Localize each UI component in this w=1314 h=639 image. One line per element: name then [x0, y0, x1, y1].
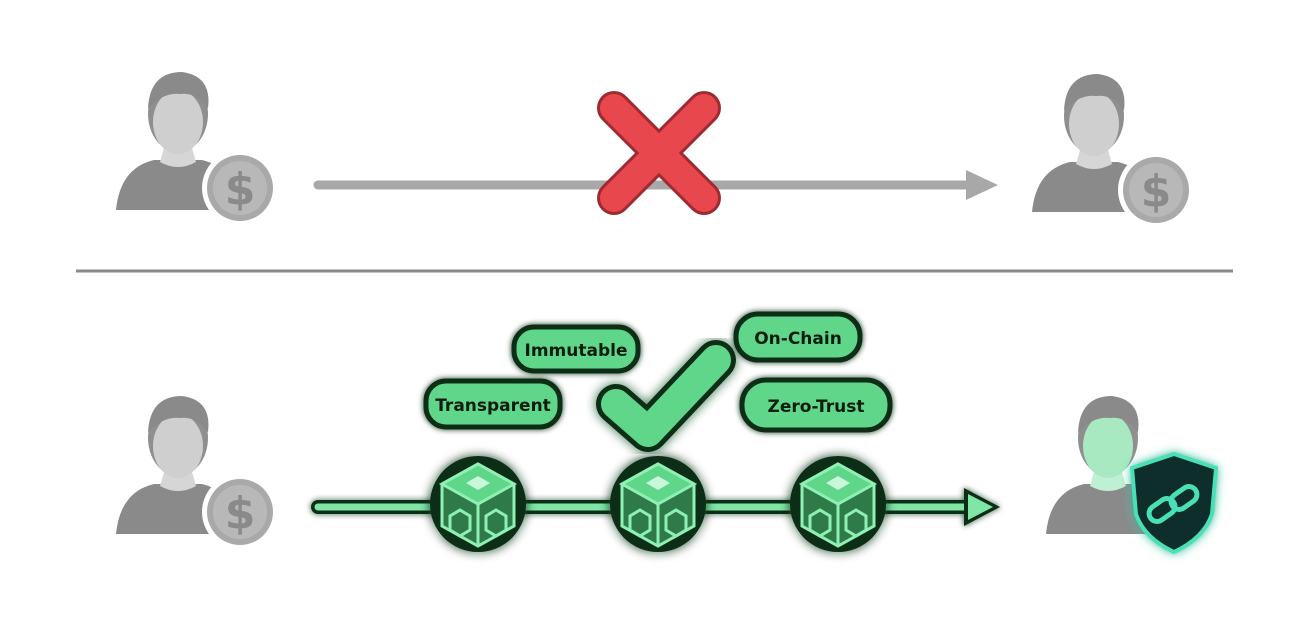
- coin-dollar-sign: $: [225, 164, 256, 215]
- top-row-traditional: $ $: [116, 72, 1194, 228]
- x-mark-icon: [597, 91, 721, 215]
- sender-user-with-coin-icon: $: [116, 72, 278, 226]
- label-on-chain: On-Chain: [733, 311, 863, 363]
- sender-user-with-coin-icon: $: [116, 396, 278, 550]
- label-transparent: Transparent: [423, 378, 563, 430]
- bottom-row-blockchain: $: [116, 311, 1219, 555]
- label-zero-trust-text: Zero-Trust: [768, 397, 865, 417]
- blockchain-block-icon: [430, 456, 526, 552]
- blockchain-block-icon: [790, 456, 886, 552]
- checkmark-icon: [596, 340, 736, 452]
- label-immutable-text: Immutable: [525, 341, 628, 361]
- label-transparent-text: Transparent: [435, 396, 551, 416]
- label-zero-trust: Zero-Trust: [739, 377, 893, 433]
- label-on-chain-text: On-Chain: [754, 329, 842, 349]
- coin-dollar-sign: $: [1141, 166, 1172, 217]
- coin-dollar-sign: $: [225, 488, 256, 539]
- blockchain-block-icon: [610, 456, 706, 552]
- receiver-user-with-coin-icon: $: [1032, 74, 1194, 228]
- label-immutable: Immutable: [511, 324, 641, 374]
- shield-link-icon: [1129, 451, 1219, 555]
- receiver-user-with-shield-link-icon: [1046, 396, 1219, 555]
